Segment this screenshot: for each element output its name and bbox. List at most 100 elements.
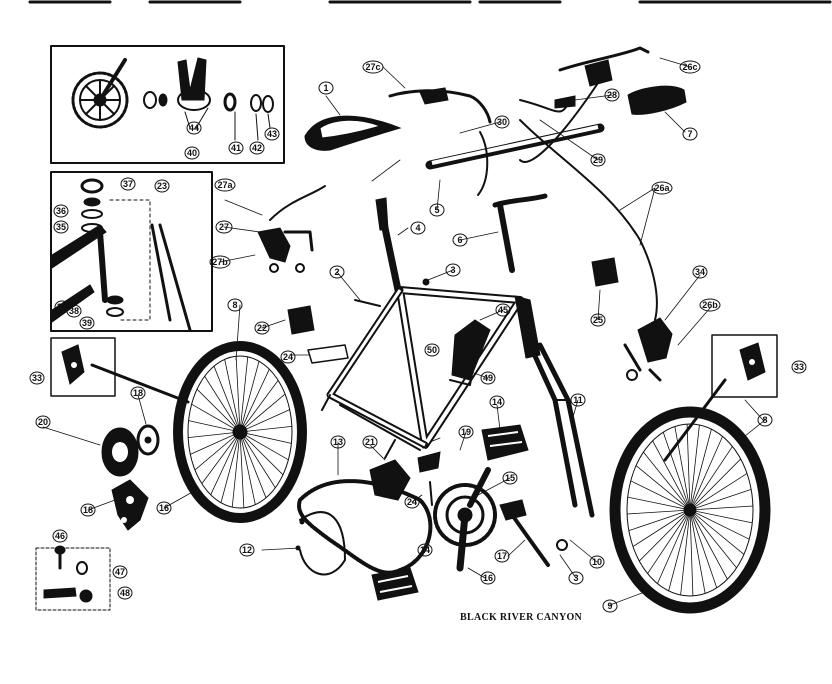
callout-6: 6 [452, 233, 468, 247]
svg-text:2: 2 [334, 267, 339, 277]
callout-28: 28 [604, 88, 620, 102]
spoke [239, 409, 291, 433]
callout-14a: 14 [489, 395, 505, 409]
spoke [239, 379, 279, 433]
callout-18b: 18 [80, 503, 96, 517]
grip-left [287, 305, 315, 335]
svg-text:14: 14 [492, 397, 502, 407]
chain [297, 479, 433, 575]
callout-27c: 27c [362, 60, 384, 74]
svg-text:23: 23 [157, 181, 167, 191]
rear-brake [257, 185, 326, 273]
callout-43: 43 [264, 127, 280, 141]
svg-text:39: 39 [82, 318, 92, 328]
svg-text:47: 47 [115, 567, 125, 577]
svg-text:48: 48 [120, 588, 130, 598]
callout-8b: 8 [757, 413, 773, 427]
callout-30: 30 [494, 115, 510, 129]
svg-text:33: 33 [794, 362, 804, 372]
saddle [304, 115, 402, 151]
svg-text:26c: 26c [682, 62, 697, 72]
svg-text:18: 18 [133, 388, 143, 398]
svg-text:46: 46 [55, 531, 65, 541]
svg-text:24: 24 [407, 497, 417, 507]
callout-37: 37 [120, 177, 136, 191]
callout-12: 12 [239, 543, 255, 557]
svg-text:14: 14 [420, 545, 430, 555]
svg-text:7: 7 [687, 129, 692, 139]
svg-text:8: 8 [232, 300, 237, 310]
svg-text:35: 35 [56, 222, 66, 232]
callout-22: 22 [254, 321, 270, 335]
svg-text:33: 33 [32, 373, 42, 383]
svg-text:36: 36 [56, 206, 66, 216]
callout-26c: 26c [679, 60, 701, 74]
spoke [239, 431, 256, 506]
svg-text:16: 16 [483, 573, 493, 583]
spoke [220, 431, 241, 504]
svg-text:32: 32 [57, 302, 67, 312]
spoke [689, 424, 700, 511]
callout-10: 10 [589, 555, 605, 569]
callout-17: 17 [494, 549, 510, 563]
svg-text:49: 49 [483, 373, 493, 383]
spoke [239, 431, 284, 476]
rear-derailleur [111, 479, 149, 531]
callout-50: 50 [424, 343, 440, 357]
callout-20: 20 [35, 415, 51, 429]
svg-text:17: 17 [497, 551, 507, 561]
callout-45: 45 [495, 303, 511, 317]
spoke [689, 473, 748, 511]
spoke [628, 509, 691, 532]
spoke [689, 509, 728, 580]
spoke [689, 509, 745, 555]
spoke [689, 509, 737, 569]
spoke [635, 465, 691, 511]
callout-16a: 16 [156, 501, 172, 515]
spoke [689, 509, 694, 597]
svg-text:40: 40 [187, 148, 197, 158]
callout-33b: 33 [791, 360, 807, 374]
spoke [686, 423, 691, 511]
spoke [689, 509, 750, 540]
handlebar [425, 85, 687, 170]
kickstand [499, 499, 568, 567]
spoke [191, 403, 241, 433]
callout-3a: 3 [445, 263, 461, 277]
svg-text:29: 29 [593, 155, 603, 165]
callout-21: 21 [362, 435, 378, 449]
front-brake-caliper [623, 317, 673, 382]
spoke [239, 431, 267, 499]
chainstay-protector [307, 344, 349, 364]
svg-text:21: 21 [365, 437, 375, 447]
callout-8a: 8 [227, 298, 243, 312]
spoke [662, 431, 691, 511]
callout-7: 7 [682, 127, 698, 141]
svg-text:10: 10 [592, 557, 602, 567]
spoke [189, 431, 241, 455]
callout-18a: 18 [130, 386, 146, 400]
spoke [235, 355, 241, 433]
cassette [101, 424, 160, 477]
callout-46: 46 [52, 529, 68, 543]
spoke [689, 435, 723, 511]
spoke [239, 431, 276, 489]
spoke [680, 509, 691, 596]
svg-text:26a: 26a [654, 183, 670, 193]
callout-3b: 3 [568, 571, 584, 585]
callout-27a: 27a [214, 178, 236, 192]
svg-text:37: 37 [123, 179, 133, 189]
spoke [239, 431, 289, 461]
front-fork [527, 342, 595, 518]
front-derailleur [369, 439, 411, 501]
spoke [689, 509, 718, 589]
callout-2: 2 [329, 265, 345, 279]
spoke [239, 393, 286, 433]
svg-text:50: 50 [427, 345, 437, 355]
callout-16b: 16 [480, 571, 496, 585]
spoke [627, 496, 691, 511]
callout-44: 44 [186, 121, 202, 135]
svg-text:45: 45 [498, 305, 508, 315]
callout-38: 38 [66, 304, 82, 318]
